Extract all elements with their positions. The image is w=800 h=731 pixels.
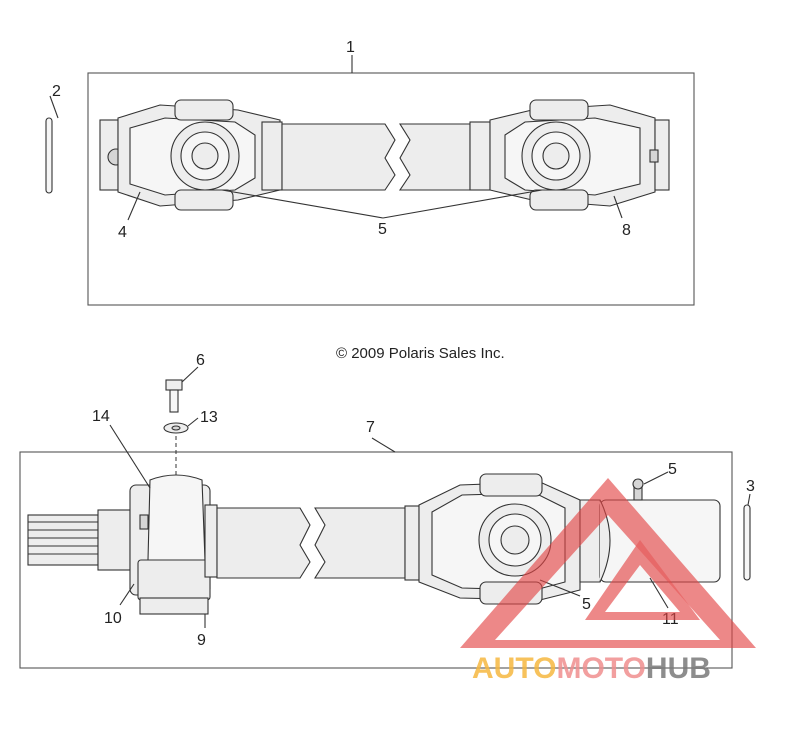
assembly-1-group: 1 2 [45,39,695,306]
snap-ring-2 [45,117,53,194]
assembly-7-frame [19,451,733,669]
splined-stub-shaft [27,509,131,571]
left-yoke-assembly [99,99,283,211]
callout-11: 10 [104,610,122,627]
right-yoke-assembly [469,99,670,211]
callout-5-bottom: 5 [582,596,591,613]
bolt-8 [165,379,183,413]
carrier-bearing-housing [129,474,218,615]
callout-8: 6 [196,352,205,369]
watermark-text: AUTOMOTOHUB [472,652,711,685]
watermark-triangle-icon [460,478,756,648]
callout-9: 8 [622,222,631,239]
shaft-tube-top [281,123,471,191]
callout-13: 13 [200,409,218,426]
shaft-tube-bottom [216,507,406,579]
assembly-1-frame [87,72,695,306]
callout-1: 1 [346,39,355,56]
callout-4: 4 [118,224,127,241]
callout-2: 2 [52,83,61,100]
callout-10: 9 [197,632,206,649]
callout-5-top: 5 [378,221,387,238]
u-joint-yoke-bottom [404,473,581,605]
copyright-notice: © 2009 Polaris Sales Inc. [336,345,505,362]
callout-3: 3 [746,478,755,495]
callout-14: 14 [92,408,110,425]
callout-6: 5 [668,461,677,478]
watermark-logo: AUTOMOTOHUB [460,478,756,685]
snap-ring-3 [743,504,751,581]
callout-7: 7 [366,419,375,436]
assembly-7-group: 7 6 13 [19,352,755,669]
